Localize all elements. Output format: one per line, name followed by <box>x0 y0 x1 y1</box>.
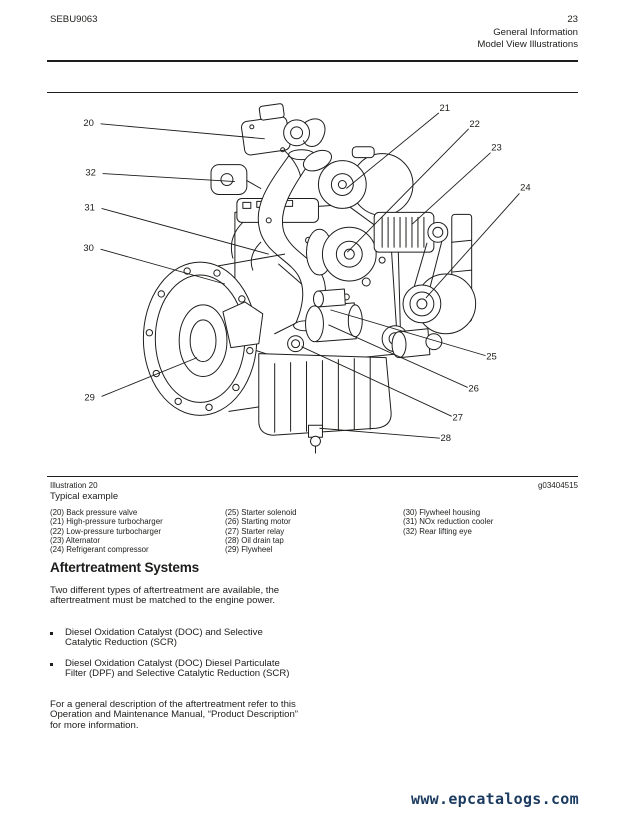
callout-label-21: 21 <box>440 103 451 114</box>
legend-item: (24) Refrigerant compressor <box>50 545 149 555</box>
bullet-icon <box>50 659 65 680</box>
callout-label-31: 31 <box>84 202 95 213</box>
legend-column-1: (20) Back pressure valve(21) High-pressu… <box>50 508 225 554</box>
callout-leader-29 <box>101 357 198 397</box>
section-heading: Aftertreatment Systems <box>50 560 199 575</box>
callout-leader-31 <box>101 207 269 255</box>
callout-leader-28 <box>319 427 440 439</box>
header-right: 23 General Information Model View Illust… <box>477 14 578 52</box>
legend-column-2: (25) Starter solenoid(26) Starting motor… <box>225 508 403 554</box>
legend-item: (31) NOx reduction cooler <box>403 517 494 527</box>
legend-column-3: (30) Flywheel housing(31) NOx reduction … <box>403 508 578 554</box>
callout-label-26: 26 <box>468 383 479 394</box>
callout-leader-26 <box>328 324 468 388</box>
legend-item: (21) High-pressure turbocharger <box>50 517 163 527</box>
callout-label-20: 20 <box>83 118 94 129</box>
callout-leader-20 <box>100 123 265 140</box>
legend-item: (25) Starter solenoid <box>225 508 297 517</box>
legend-item: (30) Flywheel housing <box>403 508 481 517</box>
legend-item: (27) Starter relay <box>225 526 285 536</box>
page-number: 23 <box>567 14 578 25</box>
callout-label-22: 22 <box>469 119 480 130</box>
legend-item: (26) Starting motor <box>225 517 291 527</box>
legend-item: (20) Back pressure valve <box>50 508 138 517</box>
callout-leader-23 <box>411 152 491 225</box>
callout-label-28: 28 <box>441 433 452 444</box>
callout-leader-25 <box>330 309 486 357</box>
doc-number: SEBU9063 <box>50 14 98 25</box>
outro-paragraph: For a general description of the aftertr… <box>50 699 298 731</box>
bullet-text: Diesel Oxidation Catalyst (DOC) and Sele… <box>65 627 263 649</box>
legend-item: (23) Alternator <box>50 535 100 545</box>
callout-label-23: 23 <box>491 143 502 154</box>
bullet-list: Diesel Oxidation Catalyst (DOC) and Sele… <box>50 627 302 690</box>
callout-label-27: 27 <box>452 412 463 423</box>
callout-label-30: 30 <box>83 243 94 254</box>
bullet-item: Diesel Oxidation Catalyst (DOC) Diesel P… <box>50 657 302 680</box>
callout-leader-30 <box>100 248 226 285</box>
bullet-item: Diesel Oxidation Catalyst (DOC) and Sele… <box>50 627 302 649</box>
callout-leader-32 <box>102 173 235 182</box>
intro-paragraph: Two different types of aftertreatment ar… <box>50 585 280 607</box>
legend-item: (32) Rear lifting eye <box>403 526 472 536</box>
engine-line-art <box>142 103 477 454</box>
figure-id: g03404515 <box>537 481 578 490</box>
legend: (20) Back pressure valve(21) High-pressu… <box>50 508 578 554</box>
bullet-text: Diesel Oxidation Catalyst (DOC) Diesel P… <box>65 657 290 680</box>
callout-leader-22 <box>346 128 469 253</box>
legend-item: (29) Flywheel <box>225 545 273 555</box>
figure-subcaption: Typical example <box>50 491 119 502</box>
header-rule <box>47 60 578 62</box>
callout-leader-27 <box>301 346 452 417</box>
bullet-icon <box>50 628 65 649</box>
callout-leader-24 <box>425 193 520 299</box>
figure-caption: Illustration 20 <box>50 481 98 490</box>
callout-label-24: 24 <box>520 182 531 193</box>
legend-item: (22) Low-pressure turbocharger <box>50 526 161 536</box>
figure-caption-row: Illustration 20 g03404515 <box>50 481 578 490</box>
subsection-title: Model View Illustrations <box>477 39 578 51</box>
legend-item: (28) Oil drain tap <box>225 535 284 545</box>
section-title: General Information <box>493 26 578 38</box>
callout-label-29: 29 <box>84 392 95 403</box>
callout-label-32: 32 <box>85 168 96 179</box>
callout-label-25: 25 <box>486 352 497 363</box>
callout-leader-21 <box>346 112 440 189</box>
watermark-link[interactable]: www.epcatalogs.com <box>411 790 579 808</box>
